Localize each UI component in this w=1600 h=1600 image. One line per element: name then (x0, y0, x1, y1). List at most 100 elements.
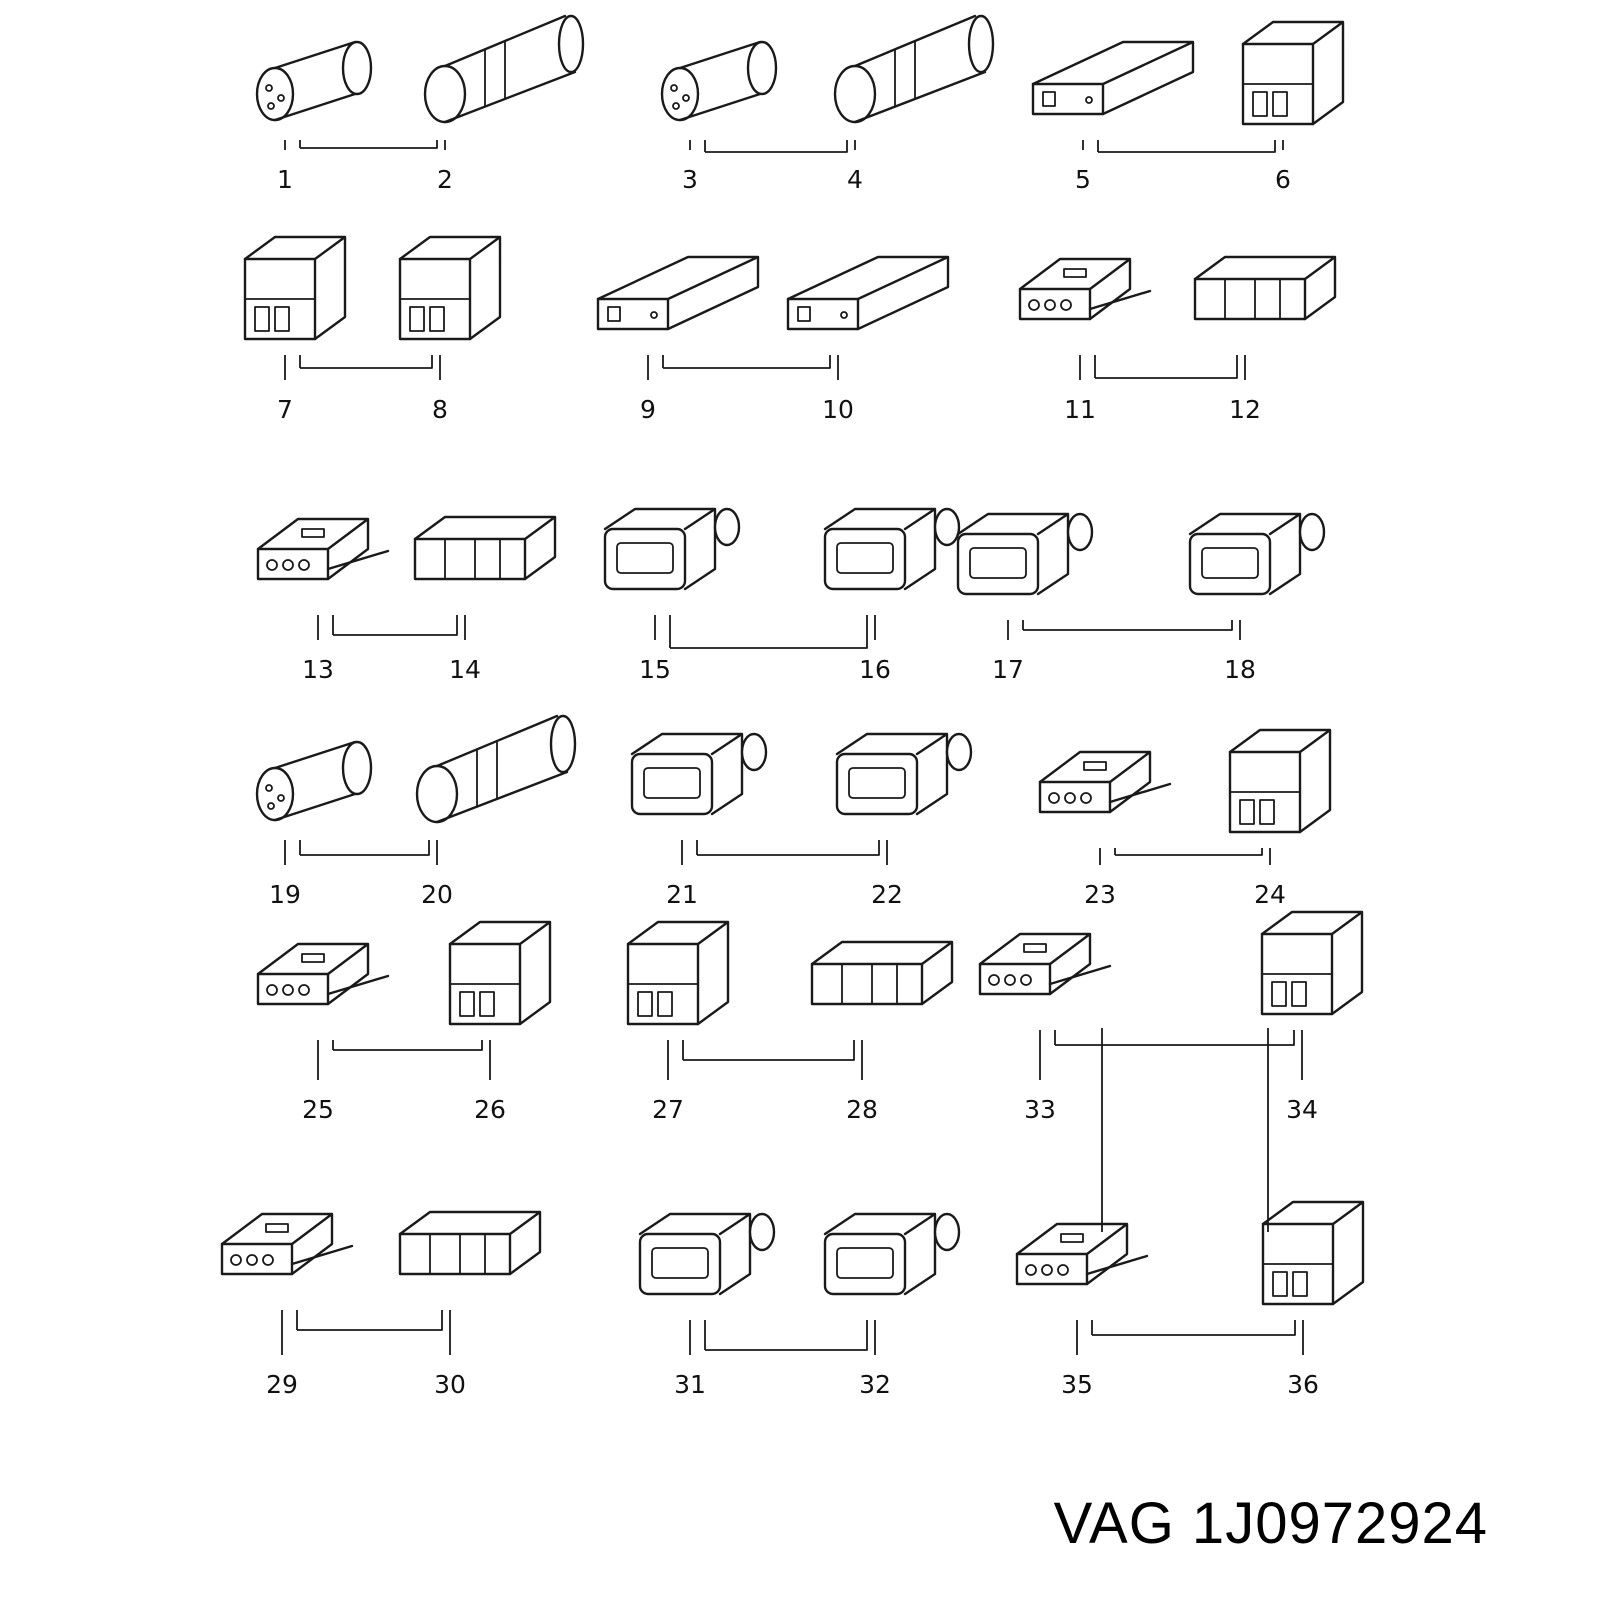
connector-part-26 (448, 920, 552, 1026)
pair-bracket (647, 355, 839, 380)
pair-bracket (689, 1320, 876, 1355)
connector-part-12 (1193, 255, 1337, 321)
part-label: 7 (277, 395, 293, 424)
connector-pair: 29 30 (220, 1210, 542, 1399)
connector-pair: 9 10 (596, 255, 950, 424)
part-label: 17 (992, 655, 1024, 684)
pair-bracket (1099, 848, 1271, 865)
pair-bracket (1039, 1030, 1303, 1080)
pair-bracket (281, 1310, 451, 1355)
part-label: 34 (1286, 1095, 1318, 1124)
connector-part-3 (660, 40, 778, 122)
part-label: 8 (432, 395, 448, 424)
connector-part-2 (423, 14, 585, 124)
connector-pair: 33 34 (978, 910, 1364, 1124)
connector-part-18 (1188, 512, 1326, 596)
connector-part-5 (1031, 40, 1195, 116)
connector-part-27 (626, 920, 730, 1026)
connector-pair: 35 36 (1015, 1200, 1365, 1399)
part-label: 22 (871, 880, 903, 909)
part-label: 10 (822, 395, 854, 424)
part-label: 15 (639, 655, 671, 684)
part-label: 28 (846, 1095, 878, 1124)
connector-pair: 25 26 (256, 920, 552, 1124)
part-label: 24 (1254, 880, 1286, 909)
part-label: 6 (1275, 165, 1291, 194)
connector-pair: 27 28 (626, 920, 954, 1124)
part-label: 13 (302, 655, 334, 684)
connector-part-32 (823, 1212, 961, 1296)
pair-bracket (317, 615, 466, 640)
part-number-caption: VAG 1J0972924 (1053, 1491, 1488, 1556)
part-label: 33 (1024, 1095, 1056, 1124)
connector-part-30 (398, 1210, 542, 1276)
pair-bracket (284, 355, 441, 380)
connector-pair: 21 22 (630, 732, 973, 909)
pair-bracket (284, 140, 446, 150)
part-label: 36 (1287, 1370, 1319, 1399)
connector-part-20 (415, 714, 577, 824)
pair-bracket (681, 840, 888, 865)
connector-part-6 (1241, 20, 1345, 126)
connector-part-14 (413, 515, 557, 581)
connector-pair: 31 32 (638, 1212, 961, 1399)
pair-bracket (284, 840, 438, 865)
pair-bracket (689, 140, 856, 153)
connector-part-8 (398, 235, 502, 341)
part-label: 29 (266, 1370, 298, 1399)
connector-part-29 (220, 1212, 354, 1276)
connector-part-23 (1038, 750, 1172, 814)
part-label: 5 (1075, 165, 1091, 194)
connector-part-22 (835, 732, 973, 816)
pair-bracket (1082, 140, 1284, 153)
connector-part-21 (630, 732, 768, 816)
part-label: 1 (277, 165, 293, 194)
connector-part-33 (978, 932, 1112, 996)
connector-part-11 (1018, 257, 1152, 321)
pair-bracket (1076, 1320, 1304, 1355)
connector-part-13 (256, 517, 390, 581)
connector-part-31 (638, 1212, 776, 1296)
connector-part-4 (833, 14, 995, 124)
part-label: 14 (449, 655, 481, 684)
part-label: 27 (652, 1095, 684, 1124)
part-label: 31 (674, 1370, 706, 1399)
connector-part-16 (823, 507, 961, 591)
pair-bracket (1007, 620, 1241, 640)
part-label: 25 (302, 1095, 334, 1124)
connector-part-25 (256, 942, 390, 1006)
part-label: 2 (437, 165, 453, 194)
connector-part-15 (603, 507, 741, 591)
part-label: 18 (1224, 655, 1256, 684)
pair-bracket (654, 615, 876, 649)
part-label: 4 (847, 165, 863, 194)
connector-part-35 (1015, 1222, 1149, 1286)
part-label: 32 (859, 1370, 891, 1399)
part-label: 30 (434, 1370, 466, 1399)
part-label: 23 (1084, 880, 1116, 909)
part-label: 26 (474, 1095, 506, 1124)
part-label: 9 (640, 395, 656, 424)
connector-pair: 13 14 (256, 515, 557, 684)
connector-part-9 (596, 255, 760, 331)
part-label: 35 (1061, 1370, 1093, 1399)
connector-part-1 (255, 40, 373, 122)
part-label: 3 (682, 165, 698, 194)
part-label: 20 (421, 880, 453, 909)
pair-bracket (317, 1040, 491, 1080)
part-label: 21 (666, 880, 698, 909)
part-label: 19 (269, 880, 301, 909)
connector-part-34 (1260, 910, 1364, 1016)
connector-part-19 (255, 740, 373, 822)
pair-bracket (667, 1040, 863, 1080)
connector-part-17 (956, 512, 1094, 596)
pair-bracket (1079, 355, 1246, 380)
connector-part-7 (243, 235, 347, 341)
